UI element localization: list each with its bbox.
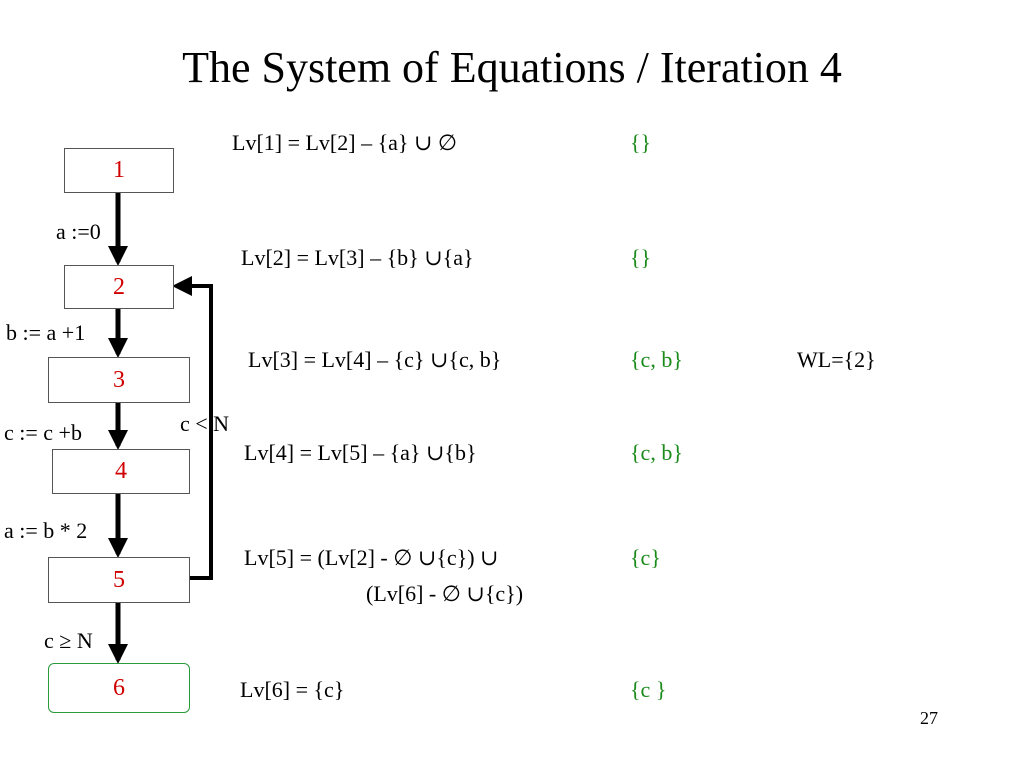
cfg-node-6: 6 xyxy=(48,663,190,713)
edge-label-5-6: c ≥ N xyxy=(44,628,93,653)
cfg-node-3: 3 xyxy=(48,357,190,403)
edge-label-1-2: a :=0 xyxy=(56,219,101,244)
cfg-node-1: 1 xyxy=(64,148,174,193)
worklist: WL={2} xyxy=(797,347,876,372)
slide-title: The System of Equations / Iteration 4 xyxy=(182,43,842,92)
equation-5: Lv[5] = (Lv[2] - ∅ ∪{c}) ∪ xyxy=(244,545,499,570)
cfg-node-2: 2 xyxy=(64,265,174,309)
equation-5-continued: (Lv[6] - ∅ ∪{c}) xyxy=(366,581,524,606)
edge-label-4-5: a := b * 2 xyxy=(4,518,88,543)
value-1: {} xyxy=(630,130,652,155)
edge-label-back: c < N xyxy=(180,411,230,436)
page-number: 27 xyxy=(920,708,938,728)
back-edge-arrow xyxy=(172,276,213,580)
value-5: {c} xyxy=(630,545,661,570)
value-6: {c } xyxy=(630,677,667,702)
equation-1: Lv[1] = Lv[2] – {a} ∪ ∅ xyxy=(232,130,458,155)
equation-3: Lv[3] = Lv[4] – {c} ∪{c, b} xyxy=(248,347,502,372)
equation-6: Lv[6] = {c} xyxy=(240,677,345,702)
edge-label-3-4: c := c +b xyxy=(4,420,82,445)
value-2: {} xyxy=(630,245,652,270)
value-3: {c, b} xyxy=(630,347,683,372)
equation-4: Lv[4] = Lv[5] – {a} ∪{b} xyxy=(244,440,477,465)
value-4: {c, b} xyxy=(630,440,683,465)
cfg-node-4: 4 xyxy=(52,449,190,494)
cfg-node-5: 5 xyxy=(48,557,190,603)
equation-2: Lv[2] = Lv[3] – {b} ∪{a} xyxy=(241,245,474,270)
edge-label-2-3: b := a +1 xyxy=(6,320,86,345)
